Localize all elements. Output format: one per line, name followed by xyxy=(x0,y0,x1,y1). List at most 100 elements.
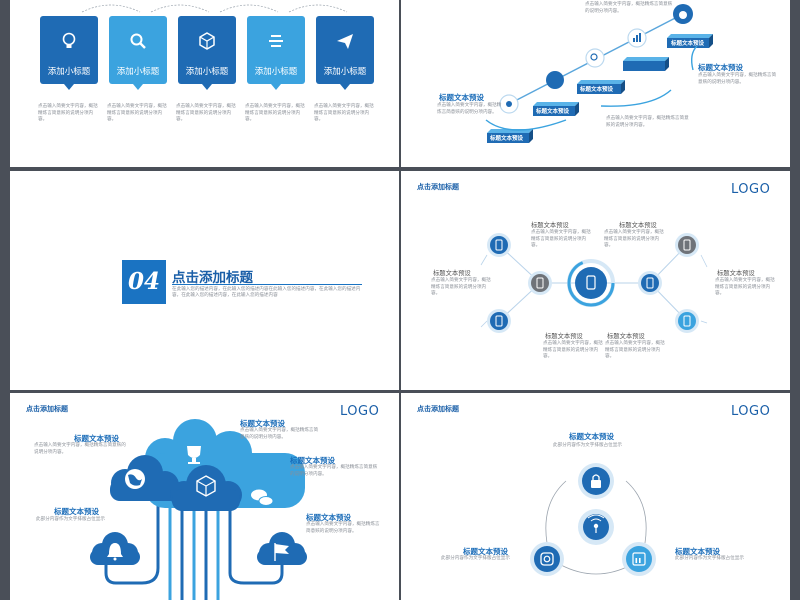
card-5[interactable]: 添加小标题 xyxy=(316,16,374,90)
top-title: 标题文本预设 xyxy=(569,432,614,441)
section-title: 点击添加标题 xyxy=(172,270,253,286)
card-4[interactable]: 添加小标题 xyxy=(247,16,305,90)
box-label-3: 标题文本预设 xyxy=(580,87,614,93)
card-pointer xyxy=(340,84,350,90)
center-node xyxy=(575,267,607,299)
card-desc: 点击输入简要文字内容，概括精炼言简意赅的说明分项内容。 xyxy=(245,104,305,122)
instagram-icon xyxy=(530,542,564,576)
left-desc: 此部分内容作为文字排版占位显示 xyxy=(441,556,510,561)
slide-section-title: 04 点击添加标题 在此输入您的描述内容，在此输入您的描述内容在此输入您的描述内… xyxy=(10,171,399,390)
item-desc: 点击输入简要文字内容，概括精炼言简意赅的说明分项内容。 xyxy=(604,230,664,248)
box-label-2: 标题文本预设 xyxy=(536,109,570,115)
card-desc: 点击输入简要文字内容，概括精炼言简意赅的说明分项内容。 xyxy=(314,104,374,122)
linkedin-icon xyxy=(622,542,656,576)
left-title: 标题文本预设 xyxy=(439,93,484,102)
item-title: 标题文本预设 xyxy=(717,270,755,277)
people-node xyxy=(546,71,564,89)
card-label: 添加小标题 xyxy=(254,67,298,77)
node-mid-left xyxy=(528,271,552,295)
node-mid-right xyxy=(638,271,662,295)
card-pointer xyxy=(133,84,143,90)
node-top-right xyxy=(675,233,699,257)
card-pointer xyxy=(64,84,74,90)
item-title: 标题文本预设 xyxy=(290,456,335,465)
item-title: 标题文本预设 xyxy=(607,333,645,340)
trophy-icon xyxy=(187,446,201,464)
title-underline xyxy=(172,284,362,285)
logo: LOGO xyxy=(340,404,380,419)
item-title: 标题文本预设 xyxy=(74,434,119,443)
item-desc: 点击输入简要文字内容，概括精炼言简意赅的说明分项内容。 xyxy=(306,522,380,534)
cloud-bottom-right xyxy=(257,532,307,565)
card-1[interactable]: 添加小标题 xyxy=(40,16,98,90)
right-title: 标题文本预设 xyxy=(675,547,720,556)
node-bottom-left xyxy=(487,309,511,333)
hub-diagram-graphics xyxy=(480,233,708,333)
cloud-tree-graphics xyxy=(90,419,307,600)
node-top-left xyxy=(487,233,511,257)
chat-icon xyxy=(251,489,274,506)
slide-growth-diagram: 标题文本预设 标题文本预设 标题文本预设 标题文本预设 点击输入简要文字内容，概… xyxy=(401,0,790,167)
connector-arrows xyxy=(81,4,348,13)
search-node xyxy=(585,48,605,68)
section-number: 04 xyxy=(122,260,166,304)
card-pointer xyxy=(271,84,281,90)
card-desc: 点击输入简要文字内容，概括精炼言简意赅的说明分项内容。 xyxy=(176,104,236,122)
item-title: 标题文本预设 xyxy=(306,513,351,522)
item-desc: 点击输入简要文字内容，概括精炼言简意赅的说明分项内容。 xyxy=(240,428,319,440)
top-desc: 点击输入简要文字内容，概括精炼言简意赅的说明分项内容。 xyxy=(585,2,673,14)
item-desc: 点击输入简要文字内容，概括精炼言简意赅的说明分项内容。 xyxy=(531,230,591,248)
logo: LOGO xyxy=(731,404,771,419)
item-desc: 点击输入简要文字内容，概括精炼言简意赅的说明分项内容。 xyxy=(34,443,126,455)
item-desc: 点击输入简要文字内容，概括精炼言简意赅的说明分项内容。 xyxy=(715,278,775,296)
card-desc: 点击输入简要文字内容，概括精炼言简意赅的说明分项内容。 xyxy=(107,104,167,122)
card-2[interactable]: 添加小标题 xyxy=(109,16,167,90)
bell-icon xyxy=(107,543,123,561)
send-icon xyxy=(337,34,353,49)
left-title: 标题文本预设 xyxy=(463,547,508,556)
right-desc: 此部分内容作为文字排版占位显示 xyxy=(675,556,744,561)
search-icon xyxy=(130,33,146,49)
card-3[interactable]: 添加小标题 xyxy=(178,16,236,90)
card-label: 添加小标题 xyxy=(323,67,367,77)
left-desc: 点击输入简要文字内容，概括精炼言简意赅的说明分项内容。 xyxy=(437,103,502,115)
card-label: 添加小标题 xyxy=(47,67,91,77)
card-desc: 点击输入简要文字内容，概括精炼言简意赅的说明分项内容。 xyxy=(38,104,98,122)
cube-icon xyxy=(199,32,215,50)
item-title: 标题文本预设 xyxy=(240,419,285,428)
section-desc: 在此输入您的描述内容，在此输入您的描述内容在此输入您的描述内容，在此输入您的描述… xyxy=(172,287,361,299)
box-label-1: 标题文本预设 xyxy=(490,136,524,142)
slide-hub-diagram: 点击添加标题 LOGO 标题文本预设 点击输入简要文字内容，概括精炼言简意赅的说… xyxy=(401,171,790,390)
item-title: 标题文本预设 xyxy=(619,222,657,229)
slide-cycle-diagram: 点击添加标题 LOGO 标题文本预设 此部分内容作为文字排版占位显示 标题文本预… xyxy=(401,393,790,600)
item-desc: 点击输入简要文字内容，概括精炼言简意赅的说明分项内容。 xyxy=(290,465,378,477)
top-desc: 此部分内容作为文字排版占位显示 xyxy=(553,443,622,448)
bulb-icon xyxy=(62,32,76,48)
item-title: 标题文本预设 xyxy=(531,222,569,229)
box-label-4: 标题文本预设 xyxy=(671,41,705,47)
cube-icon xyxy=(196,475,216,497)
item-title: 标题文本预设 xyxy=(433,270,471,277)
flag-icon xyxy=(274,543,289,561)
node-bottom-right xyxy=(675,309,699,333)
slide-header: 点击添加标题 xyxy=(26,405,68,413)
logo: LOGO xyxy=(731,182,771,197)
item-title: 标题文本预设 xyxy=(54,507,99,516)
item-desc: 点击输入简要文字内容，概括精炼言简意赅的说明分项内容。 xyxy=(431,278,491,296)
card-label: 添加小标题 xyxy=(185,67,229,77)
bottom-desc: 点击输入简要文字内容，概括精炼言简意赅的说明分项内容。 xyxy=(606,116,689,128)
lock-icon xyxy=(578,463,614,499)
cloud-center xyxy=(170,465,242,511)
item-title: 标题文本预设 xyxy=(545,333,583,340)
right-title: 标题文本预设 xyxy=(698,63,743,72)
item-desc: 点击输入简要文字内容，概括精炼言简意赅的说明分项内容。 xyxy=(605,341,665,359)
slide-cloud-tree: 点击添加标题 LOGO 标题文本预设 xyxy=(10,393,399,600)
slide-process-cards: 添加小标题 添加小标题 添加小标题 添加小标题 添加小标题 xyxy=(10,0,399,167)
slide-header: 点击添加标题 xyxy=(417,183,459,191)
card-label: 添加小标题 xyxy=(116,67,160,77)
item-desc: 点击输入简要文字内容，概括精炼言简意赅的说明分项内容。 xyxy=(543,341,603,359)
globe-icon xyxy=(125,469,145,489)
list-icon xyxy=(269,35,283,47)
item-desc: 此部分内容作为文字排版占位显示 xyxy=(36,517,105,522)
growth-diagram-graphics xyxy=(485,4,713,143)
